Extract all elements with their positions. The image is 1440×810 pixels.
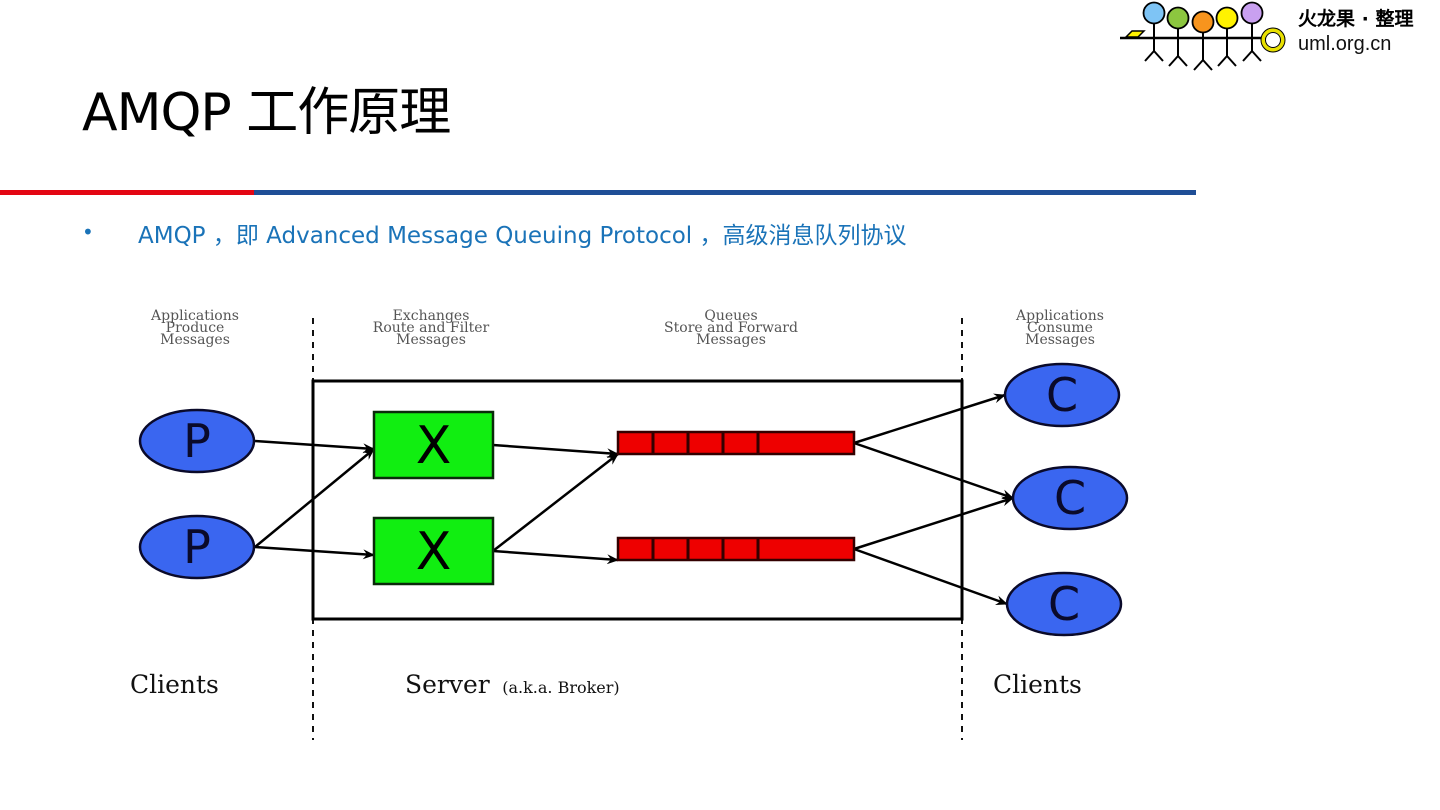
queue-node [616, 430, 856, 456]
column-header-line: Store and Forward [664, 320, 798, 336]
bullet-text: AMQP ，即 Advanced Message Queuing Protoco… [138, 223, 907, 249]
footer-server: Server (a.k.a. Broker) [405, 670, 620, 699]
edge-queue-0-to-consumer-1 [853, 441, 1014, 500]
uml-logo [1120, 1, 1286, 71]
edge-queue-1-to-consumer-1 [853, 496, 1014, 551]
edge-producer-1-to-exchange-0 [254, 448, 375, 548]
logo-stick-figure-icon [1240, 1, 1264, 62]
consumer-label: C [1048, 577, 1080, 631]
consumer-node: C [1003, 362, 1121, 428]
footer-server-note: (a.k.a. Broker) [502, 678, 619, 697]
title-divider-blue [254, 190, 1196, 195]
footer-server-label: Server [405, 670, 490, 699]
column-header-line: Exchanges [393, 308, 470, 324]
page-title: AMQP 工作原理 [82, 83, 451, 143]
exchange-node: X [372, 410, 495, 480]
producer-node: P [138, 514, 256, 580]
producer-label: P [183, 520, 211, 574]
edge-exchange-0-to-queue-0 [492, 443, 619, 459]
column-header-line: Route and Filter [373, 320, 490, 336]
edge-queue-1-to-consumer-2 [853, 547, 1008, 606]
queue-node [616, 536, 856, 562]
column-header-line: Messages [160, 332, 230, 348]
consumer-label: C [1054, 471, 1086, 525]
column-header-line: Consume [1027, 320, 1093, 336]
logo-stick-figure-icon [1166, 6, 1190, 67]
logo-text: 火龙果 · 整理 uml.org.cn [1298, 7, 1413, 57]
consumer-node: C [1011, 465, 1129, 531]
column-header-line: Applications [150, 308, 239, 324]
column-header-line: Produce [166, 320, 225, 336]
column-header-line: Applications [1015, 308, 1104, 324]
exchange-label: X [416, 416, 452, 476]
column-header-line: Messages [1025, 332, 1095, 348]
producer-label: P [183, 414, 211, 468]
exchange-label: X [416, 522, 452, 582]
bullet-icon: • [82, 220, 94, 244]
logo-pencil-icon [1124, 30, 1146, 38]
consumer-label: C [1046, 368, 1078, 422]
logo-stick-figure-icon [1142, 1, 1166, 62]
edge-queue-0-to-consumer-0 [853, 393, 1006, 445]
edge-exchange-1-to-queue-0 [492, 453, 619, 552]
logo-stick-figure-icon [1191, 10, 1215, 71]
logo-stick-figure-icon [1215, 6, 1239, 67]
logo-ring-icon [1261, 28, 1285, 52]
consumer-node: C [1005, 571, 1123, 637]
footer-clients-left: Clients [130, 670, 219, 699]
exchange-node: X [372, 516, 495, 586]
edge-producer-0-to-exchange-0 [254, 439, 375, 454]
edge-exchange-1-to-queue-1 [492, 549, 619, 565]
producer-node: P [138, 408, 256, 474]
column-header-line: Messages [396, 332, 466, 348]
logo-url: uml.org.cn [1298, 33, 1392, 55]
column-header-line: Queues [704, 308, 757, 324]
edge-producer-1-to-exchange-1 [254, 545, 375, 560]
column-header-line: Messages [696, 332, 766, 348]
title-divider-red [0, 190, 254, 195]
footer-clients-right: Clients [993, 670, 1082, 699]
logo-title: 火龙果 · 整理 [1298, 8, 1414, 30]
